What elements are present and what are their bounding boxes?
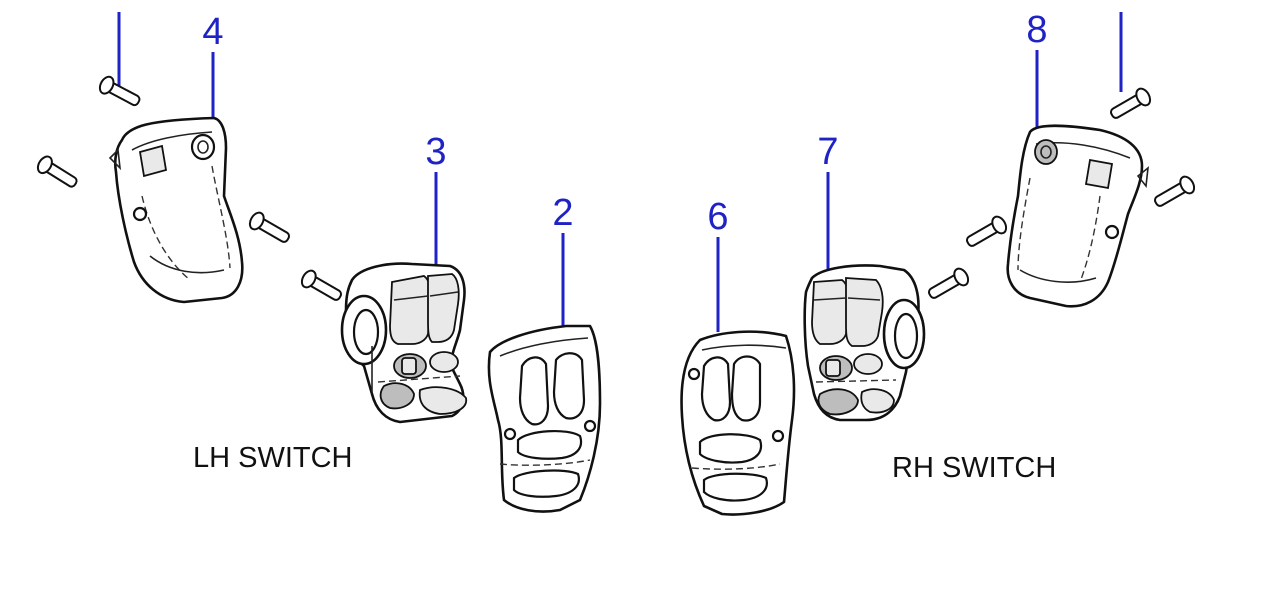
callout-8: 8 bbox=[1026, 9, 1047, 51]
rh-housing-cover bbox=[1006, 124, 1150, 308]
lh-switch-assembly bbox=[340, 262, 468, 424]
rh-switch-plate bbox=[680, 330, 796, 516]
callout-2: 2 bbox=[552, 192, 573, 234]
screw-top-right bbox=[1109, 87, 1152, 119]
screw-mid-left bbox=[248, 211, 291, 243]
screw-left bbox=[36, 155, 78, 188]
screw-mid-right bbox=[965, 215, 1008, 247]
lh-housing-cover bbox=[108, 116, 244, 304]
callout-6: 6 bbox=[707, 196, 728, 238]
screw-lower-right bbox=[927, 267, 970, 299]
lh-switch-plate bbox=[487, 324, 602, 513]
rh-switch-assembly bbox=[803, 264, 926, 422]
screw-right bbox=[1153, 175, 1196, 207]
lh-switch-label: LH SWITCH bbox=[193, 442, 353, 474]
screw-lower-left bbox=[300, 269, 343, 301]
callout-7: 7 bbox=[817, 131, 838, 173]
screw-top-left bbox=[98, 75, 141, 107]
rh-switch-label: RH SWITCH bbox=[892, 452, 1056, 484]
callout-4: 4 bbox=[202, 11, 223, 53]
callout-3: 3 bbox=[425, 131, 446, 173]
